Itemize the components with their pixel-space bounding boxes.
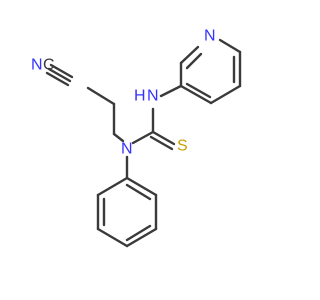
atom-h-nh: H <box>134 88 146 105</box>
bond-ch2-n <box>112 132 125 143</box>
bond-c-ch2 <box>86 86 116 106</box>
atom-n-nitrile: N <box>31 57 43 74</box>
atom-c-nitrile: C <box>43 57 55 74</box>
pyridine-ring <box>179 38 242 105</box>
atom-n-pyridine: N <box>204 28 216 45</box>
molecule-structure: N C H N N N S <box>31 28 242 248</box>
bond-n-thiocarbon <box>131 130 155 145</box>
atom-n-amine: N <box>121 141 133 158</box>
nitrile-triple-bond <box>45 63 74 87</box>
atom-n-nh: N <box>147 88 159 105</box>
thiocarbonyl-double-bond <box>149 130 176 151</box>
phenyl-ring <box>96 176 158 248</box>
bond-nh-pyridine <box>159 84 183 98</box>
atom-s-thio: S <box>177 138 188 155</box>
